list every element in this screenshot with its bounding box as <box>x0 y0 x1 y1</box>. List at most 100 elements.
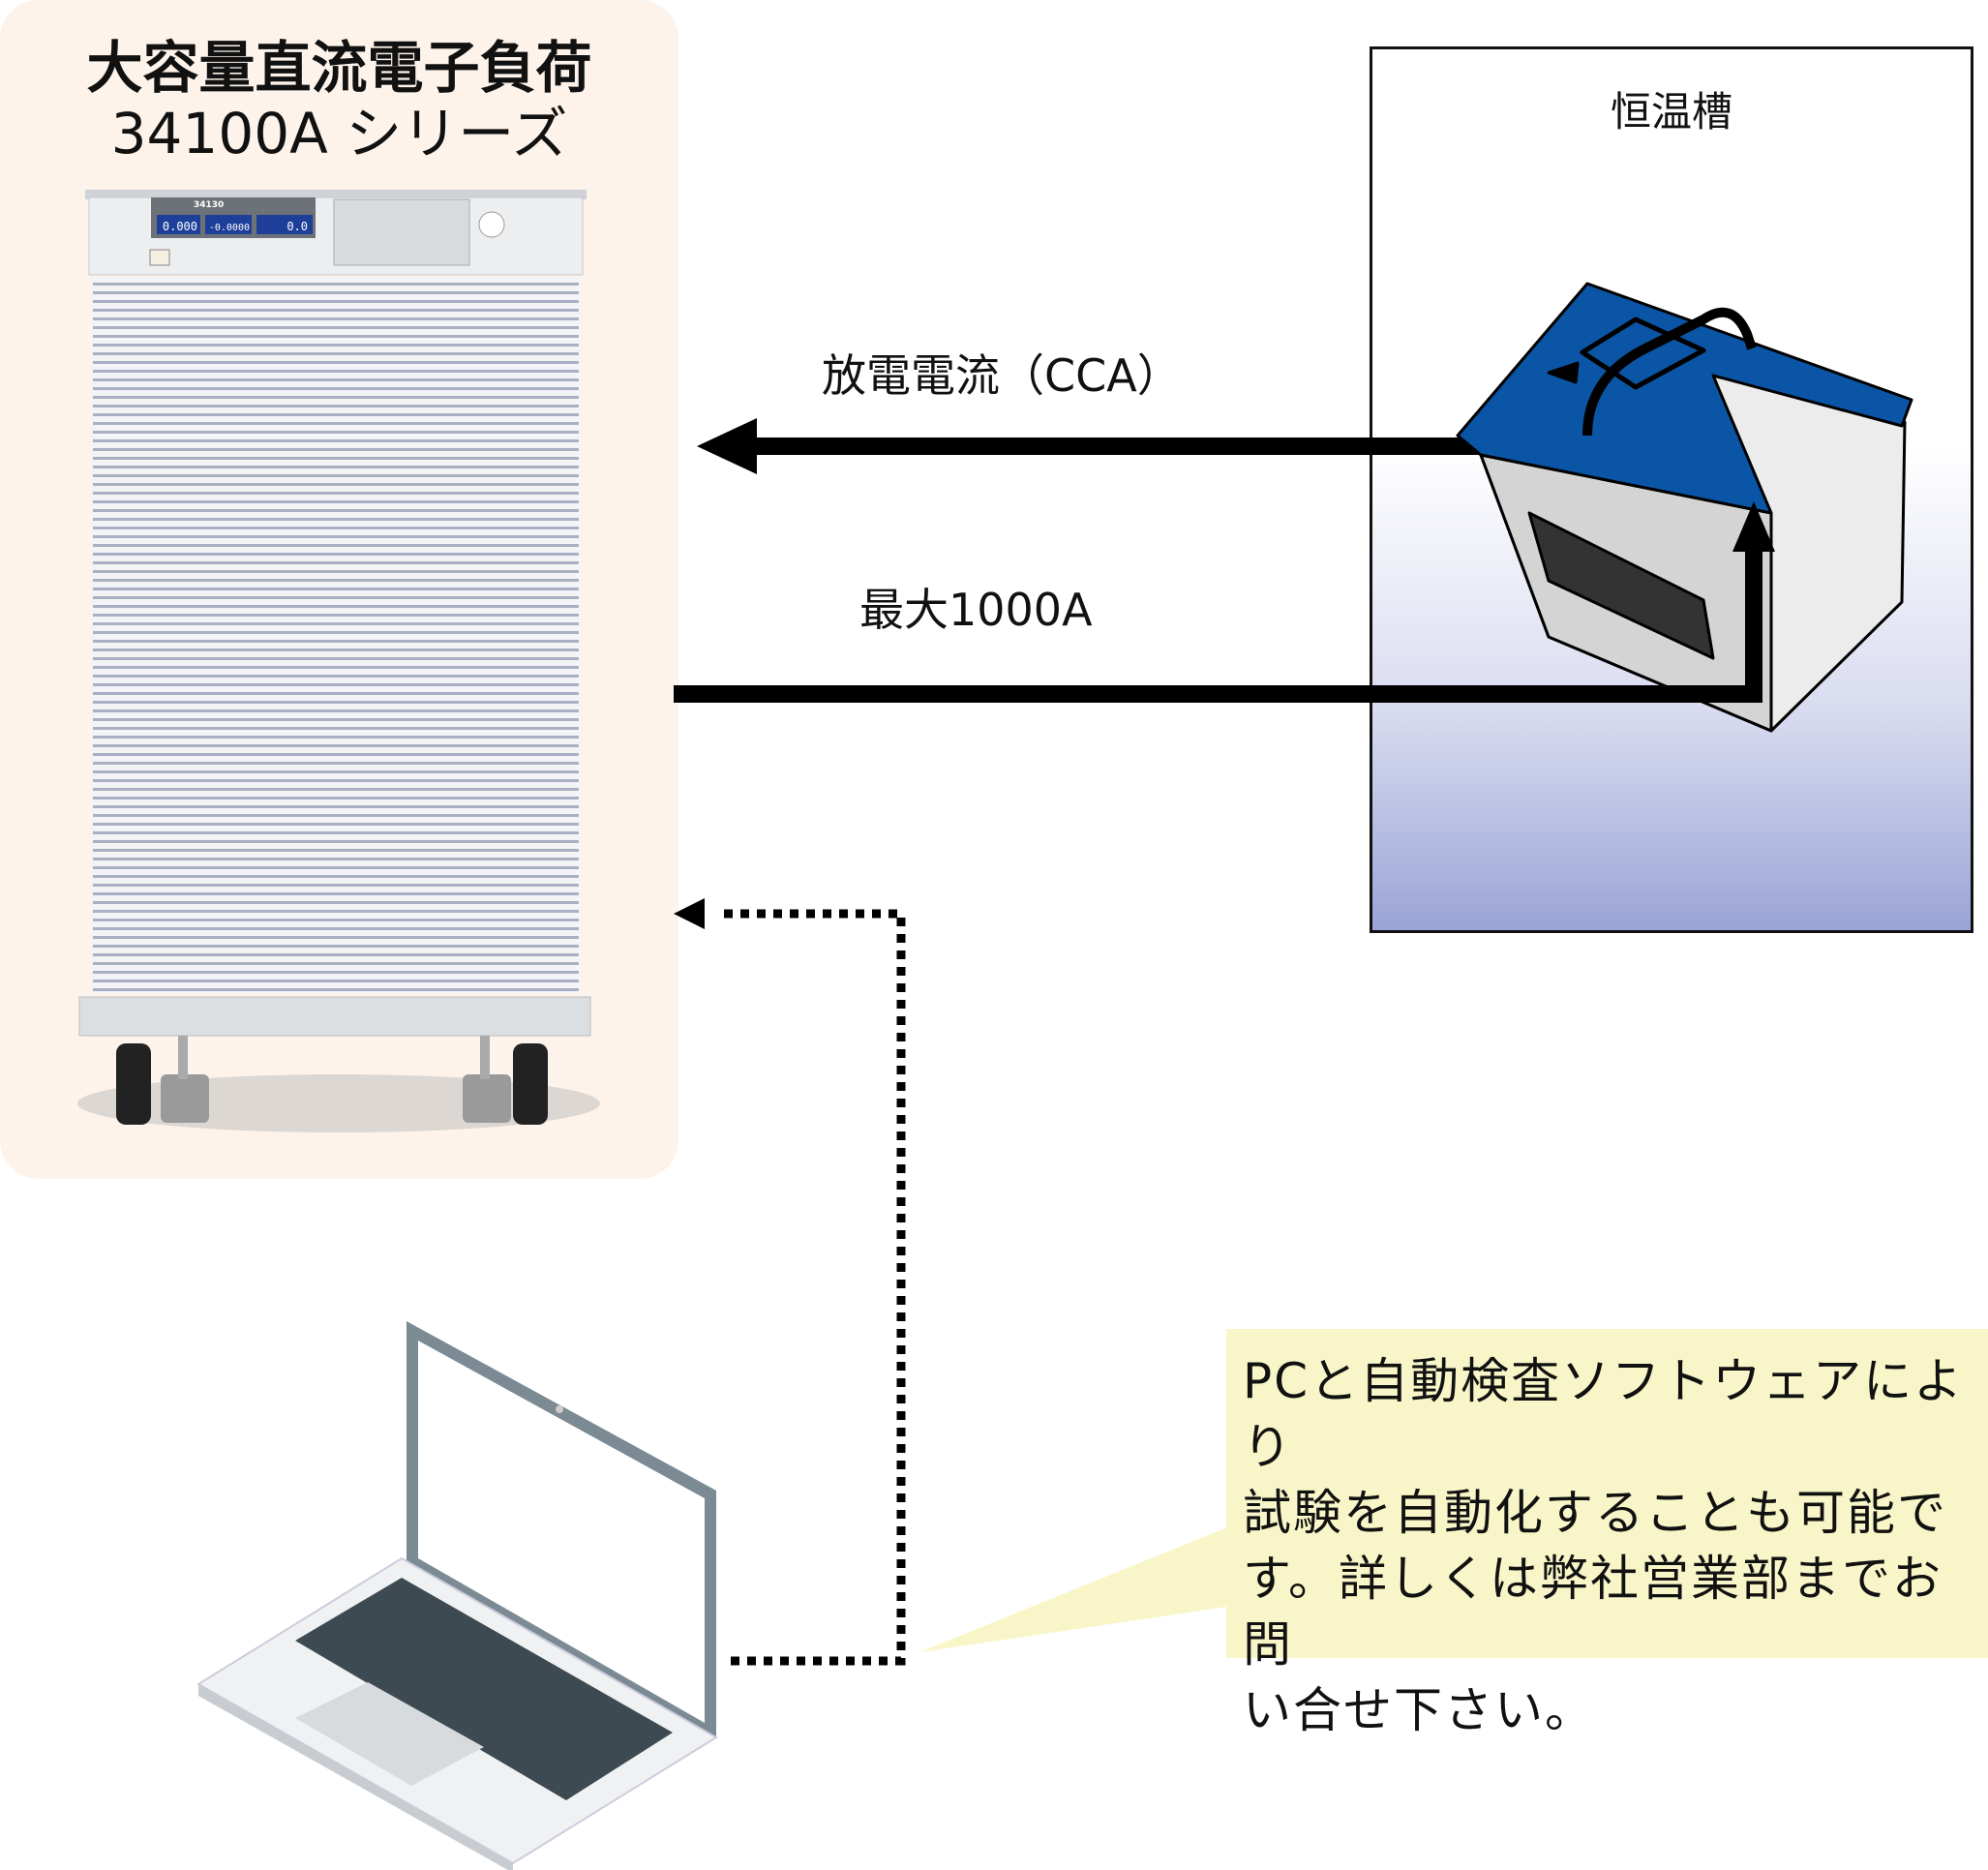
callout-pointer <box>919 1527 1227 1652</box>
louver-slat <box>93 622 579 625</box>
louver-slat <box>93 509 579 512</box>
louver-slat <box>93 962 579 965</box>
louver-slat <box>93 588 579 590</box>
louver-slat <box>93 971 579 974</box>
louver-slat <box>93 535 579 538</box>
louver-slat <box>93 544 579 547</box>
load-title-line2: 34100A シリーズ <box>110 101 568 166</box>
louver-slat <box>93 884 579 887</box>
louver-slat <box>93 317 579 320</box>
louver-slat <box>93 805 579 808</box>
louver-slat <box>93 823 579 826</box>
louver-slat <box>93 797 579 799</box>
louver-slat <box>93 709 579 712</box>
louver-slat <box>93 648 579 651</box>
louver-slat <box>93 919 579 921</box>
louver-slat <box>93 631 579 634</box>
louver-slat <box>93 335 579 338</box>
louver-slat <box>93 858 579 860</box>
louver-slat <box>93 439 579 442</box>
discharge-current-arrow <box>697 418 1549 474</box>
current-readout: -0.0000 <box>209 223 250 233</box>
louver-slat <box>93 283 579 286</box>
louver-slat <box>93 413 579 416</box>
discharge-current-label: 放電電流（CCA） <box>822 349 1182 402</box>
louver-slat <box>93 701 579 704</box>
note-line: PCと自動検査ソフトウェアにより <box>1243 1353 1965 1475</box>
louver-slat <box>93 953 579 956</box>
chamber-label: 恒温槽 <box>1610 88 1732 136</box>
power-readout: 0.0 <box>286 220 308 233</box>
louver-slat <box>93 980 579 982</box>
louver-slat <box>93 779 579 782</box>
louver-slat <box>93 344 579 347</box>
note-line: す。詳しくは弊社営業部までお問 <box>1243 1551 1943 1673</box>
louver-slat <box>93 831 579 834</box>
louver-slat <box>93 387 579 390</box>
louver-slat <box>93 518 579 521</box>
louver-slat <box>93 361 579 364</box>
louver-slat <box>93 561 579 564</box>
louver-slat <box>93 675 579 678</box>
louver-slat <box>93 492 579 495</box>
communication-dotted-line <box>674 898 906 1666</box>
louver-slat <box>93 910 579 913</box>
louver-slat <box>93 326 579 329</box>
louver-slat <box>93 762 579 765</box>
note-text: PCと自動検査ソフトウェアにより 試験を自動化することも可能で す。詳しくは弊社… <box>1243 1348 1988 1743</box>
louver-slat <box>93 396 579 399</box>
louver-slat <box>93 936 579 939</box>
voltage-readout: 0.000 <box>163 220 197 233</box>
laptop-icon <box>196 1321 718 1870</box>
louver-slat <box>93 640 579 643</box>
louver-slat <box>93 448 579 451</box>
louver-slat <box>93 553 579 556</box>
louver-slat <box>93 744 579 747</box>
louver-slat <box>93 614 579 617</box>
louver-slat <box>93 466 579 468</box>
electronic-load-device-image: 34130 0.000 -0.0000 0.0 <box>77 190 600 1132</box>
louver-slat <box>93 309 579 312</box>
louver-slat <box>93 866 579 869</box>
return-current-line <box>674 501 1775 703</box>
louver-slat <box>93 901 579 904</box>
louver-slat <box>93 666 579 669</box>
louver-slat <box>93 875 579 878</box>
louver-slat <box>93 753 579 756</box>
louver-slat <box>93 683 579 686</box>
louver-slat <box>93 291 579 294</box>
note-line: い合せ下さい。 <box>1243 1682 1595 1738</box>
louver-slat <box>93 352 579 355</box>
louver-slat <box>93 718 579 721</box>
max-current-label: 最大1000A <box>859 584 1093 636</box>
louver-slat <box>93 474 579 477</box>
louver-slat <box>93 457 579 460</box>
note-line: 試験を自動化することも可能で <box>1243 1485 1947 1541</box>
louver-slat <box>93 727 579 730</box>
louver-slat <box>93 814 579 817</box>
louver-slat <box>93 927 579 930</box>
battery-icon <box>1456 282 1913 733</box>
louver-slat <box>93 500 579 503</box>
louver-slat <box>93 370 579 373</box>
louver-slat <box>93 657 579 660</box>
louver-slat <box>93 431 579 434</box>
louver-slat <box>93 596 579 599</box>
louver-slat <box>93 527 579 529</box>
louver-slat <box>93 579 579 582</box>
louver-slat <box>93 840 579 843</box>
louver-slat <box>93 378 579 381</box>
device-model-text: 34130 <box>194 200 224 210</box>
louver-slat <box>93 988 579 991</box>
louver-slat <box>93 770 579 773</box>
louver-slat <box>93 788 579 791</box>
louver-slat <box>93 945 579 948</box>
louver-slat <box>93 605 579 608</box>
louver-slat <box>93 570 579 573</box>
louver-slat <box>93 422 579 425</box>
louver-slat <box>93 483 579 486</box>
louver-slat <box>93 300 579 303</box>
louver-slat <box>93 892 579 895</box>
load-title-line1: 大容量直流電子負荷 <box>86 35 592 101</box>
